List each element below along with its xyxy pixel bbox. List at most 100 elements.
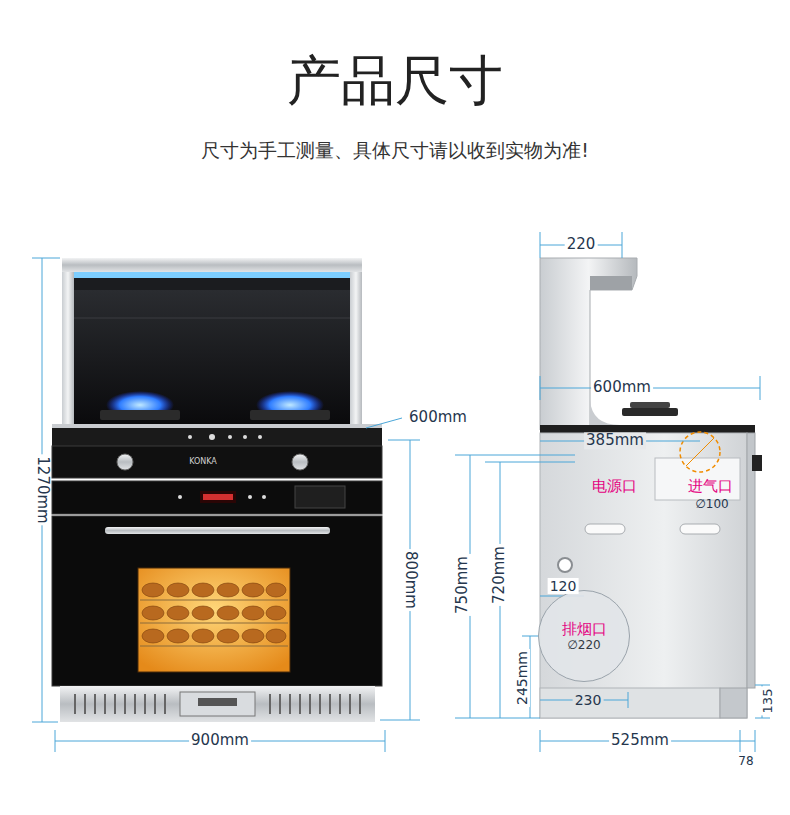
port-name: 排烟口 — [562, 620, 607, 638]
stove-front-illustration-part — [192, 606, 214, 620]
port-label: 进气口 — [688, 478, 733, 495]
dimension-label: 600mm — [407, 409, 469, 426]
dimension-lines-part — [455, 455, 575, 456]
stove-front-illustration-part — [60, 686, 375, 722]
stove-front-illustration-part — [242, 629, 264, 643]
dimension-lines-part — [622, 232, 623, 258]
stove-front-illustration-part — [140, 623, 288, 624]
stove-front-illustration-part — [349, 694, 351, 714]
dimension-lines-part — [455, 718, 540, 719]
stove-front-illustration-part — [84, 694, 86, 714]
dimension-lines-part — [485, 462, 575, 463]
stove-front-illustration-part — [74, 694, 76, 714]
stove-front-illustration-part — [359, 694, 361, 714]
dimension-lines-part — [755, 730, 756, 752]
stove-front-illustration-part — [74, 278, 350, 290]
stove-front-illustration-part — [70, 272, 355, 278]
stove-side-illustration-part — [540, 258, 637, 430]
port-circle: 排烟口∅220 — [538, 590, 630, 682]
dimension-label: 525mm — [609, 732, 671, 749]
dimension-label: 1270mm — [33, 454, 50, 525]
stove-front-illustration-part — [248, 495, 252, 499]
dimension-lines-part — [366, 418, 402, 428]
stove-front-illustration-part — [62, 258, 362, 272]
stove-side-illustration-part — [720, 688, 747, 718]
stove-front-illustration-part — [295, 486, 345, 508]
dimension-lines-part — [755, 718, 770, 719]
stove-side-illustration-part — [585, 524, 625, 534]
dimension-label: 600mm — [591, 379, 653, 396]
stove-side-illustration-part — [540, 425, 755, 433]
dimension-label: 720mm — [491, 544, 508, 606]
stove-front-illustration-part — [62, 272, 74, 427]
dimension-label: 78 — [736, 755, 755, 769]
stove-side-illustration-part — [558, 558, 572, 572]
page-title: 产品尺寸 — [0, 50, 790, 112]
dimension-label: 230 — [573, 692, 604, 708]
stove-front-illustration-part — [74, 318, 350, 319]
dimension-lines — [32, 232, 770, 752]
stove-front-illustration-part — [209, 434, 215, 440]
stove-front-illustration-part — [167, 606, 189, 620]
dimension-lines-part — [628, 692, 629, 708]
dimension-lines-part — [540, 730, 541, 752]
dimension-lines-part — [55, 730, 56, 752]
stove-front-illustration-part — [292, 454, 308, 470]
stove-front-illustration-part — [188, 435, 192, 439]
stove-front-illustration-part — [192, 629, 214, 643]
stove-front-illustration-part — [104, 694, 106, 714]
dimension-label: 245mm — [514, 649, 530, 707]
dimension-lines-part — [32, 258, 60, 259]
dimension-label: 385mm — [584, 432, 646, 449]
stove-front-illustration-part — [269, 694, 271, 714]
stove-front-illustration-part — [266, 583, 286, 597]
stove-front-illustration-part — [52, 481, 382, 514]
stove-front-illustration-part — [105, 527, 330, 534]
stove-front-illustration-part — [279, 694, 281, 714]
stove-front-illustration-part — [258, 435, 262, 439]
stove-front-illustration-part — [299, 694, 301, 714]
dimension-label: 750mm — [454, 554, 471, 616]
stove-front-illustration-part — [164, 694, 166, 714]
port-diameter: ∅100 — [695, 498, 728, 512]
dimension-label: 220 — [565, 236, 598, 253]
stove-front-illustration-part — [180, 692, 255, 716]
stove-front-illustration-part — [142, 583, 286, 643]
stove-front-illustration-part — [228, 435, 232, 439]
stove-side-illustration-part — [655, 458, 740, 500]
dimension-label: 800mm — [401, 549, 418, 611]
stove-side-illustration-part — [686, 438, 714, 466]
stove-front-illustration-part — [142, 606, 164, 620]
stove-front-illustration-part — [329, 694, 331, 714]
brand-logo: KONKA — [189, 457, 217, 466]
dimension-lines-part — [380, 720, 420, 721]
dimension-lines-part — [388, 440, 420, 441]
stove-front-illustration-part — [142, 629, 164, 643]
stove-front-illustration-part — [52, 516, 382, 686]
dimension-lines-part — [740, 741, 755, 742]
stove-front-illustration-part — [217, 629, 239, 643]
stove-front-illustration-part — [339, 694, 341, 714]
stove-front-illustration-part — [114, 694, 116, 714]
dimension-lines-part — [760, 376, 761, 400]
stove-front-illustration-part — [242, 606, 264, 620]
stove-front-illustration-part — [142, 583, 164, 597]
stove-front-illustration-part — [94, 694, 96, 714]
stove-front-illustration-part — [309, 694, 311, 714]
dimension-label: 900mm — [189, 732, 251, 749]
dimension-lines-part — [755, 685, 770, 686]
stove-front-illustration-part — [266, 629, 286, 643]
stove-front-illustration-part — [203, 494, 233, 500]
stove-front-illustration-part — [124, 694, 126, 714]
stove-front-illustration-part — [178, 495, 182, 499]
stove-side-illustration-part — [680, 524, 720, 534]
stove-front-illustration-part — [154, 694, 156, 714]
stove-front-illustration-part — [140, 646, 288, 647]
stove-side-illustration-part — [752, 455, 762, 471]
stove-front-illustration-part — [262, 495, 266, 499]
stove-front-illustration-part — [217, 606, 239, 620]
stove-front-illustration-part — [144, 694, 146, 714]
stove-front-illustration-part — [200, 491, 236, 503]
dimension-label: 120 — [548, 578, 579, 594]
stove-side-illustration-part — [630, 402, 670, 408]
